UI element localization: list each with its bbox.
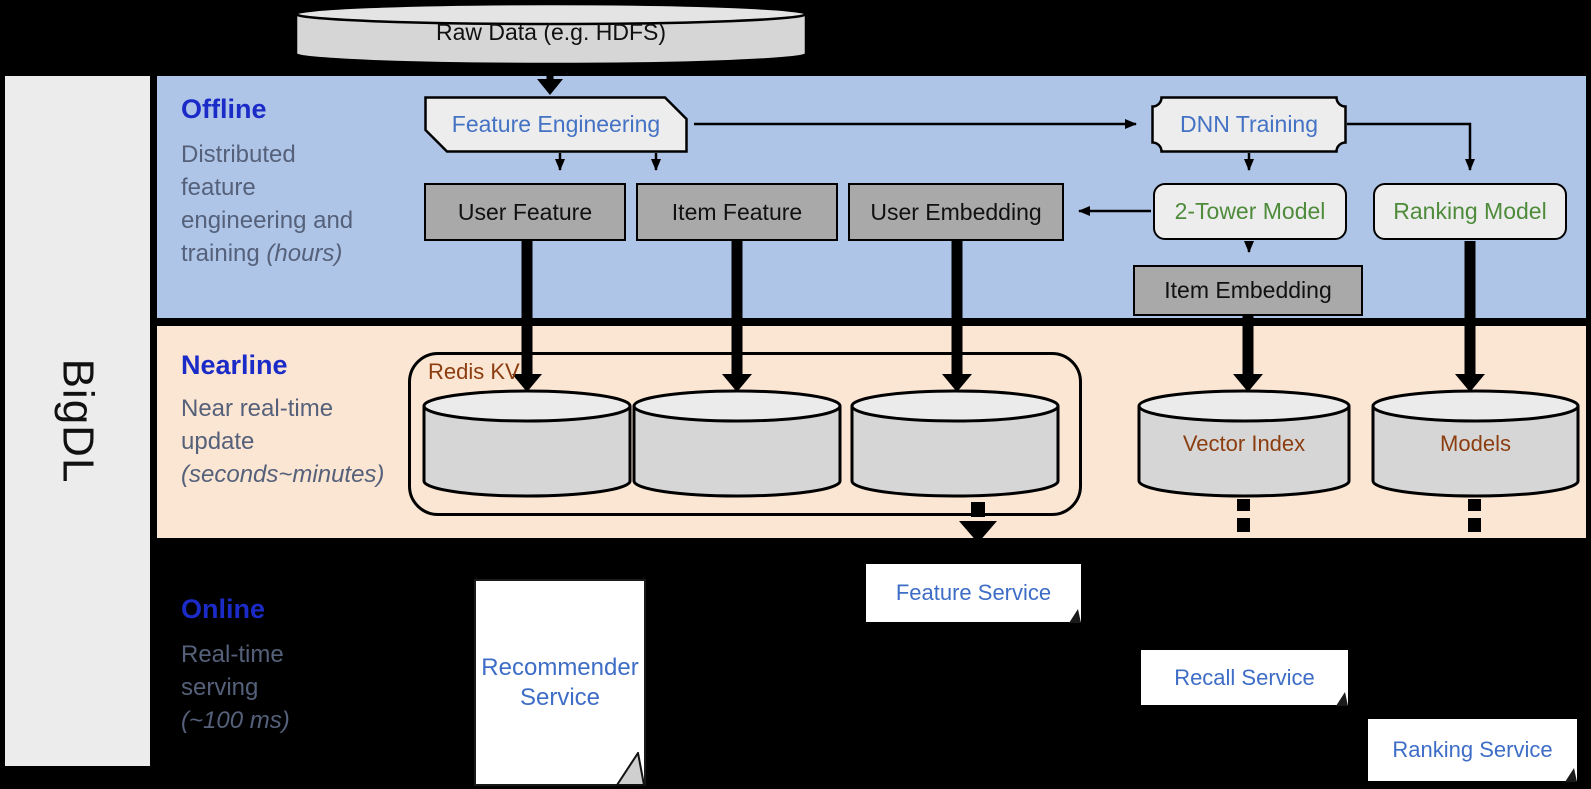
page-fold-icon [1069,609,1081,623]
redis-kv-container [408,352,1082,516]
page-fold-icon [1336,692,1348,706]
raw-data-label: Raw Data (e.g. HDFS) [435,18,667,45]
online-description: Real-time serving (~100 ms) [181,641,290,734]
page-fold-icon [616,752,646,786]
node-user-embedding: User Embedding [848,183,1064,241]
bigdl-sidebar: BigDL [5,76,150,766]
node-dnn-training: DNN Training [1151,96,1347,153]
nearline-description: Near real-time update (seconds~minutes) [181,395,385,488]
page-fold-icon [1565,768,1577,782]
node-item-feature: Item Feature [636,183,838,241]
offline-description: Distributed feature engineering and trai… [181,141,354,267]
node-feature-engineering: Feature Engineering [424,96,688,153]
node-item-embedding: Item Embedding [1133,265,1363,316]
recommender-service-doc: Recommender Service [474,579,646,786]
ranking-service-box: Ranking Service [1368,719,1577,782]
node-user-feature: User Feature [424,183,626,241]
online-title: Online [181,594,266,624]
offline-title: Offline [181,94,267,124]
redis-kv-label: Redis KV [428,359,520,384]
node-ranking-model: Ranking Model [1373,183,1567,240]
node-two-tower-model: 2-Tower Model [1153,183,1347,240]
feature-service-box: Feature Service [866,564,1081,623]
nearline-title: Nearline [181,350,288,380]
recall-service-box: Recall Service [1141,650,1348,706]
models-label: Models [1440,431,1511,456]
vector-index-label: Vector Index [1182,431,1306,456]
bigdl-label: BigDL [53,358,103,484]
